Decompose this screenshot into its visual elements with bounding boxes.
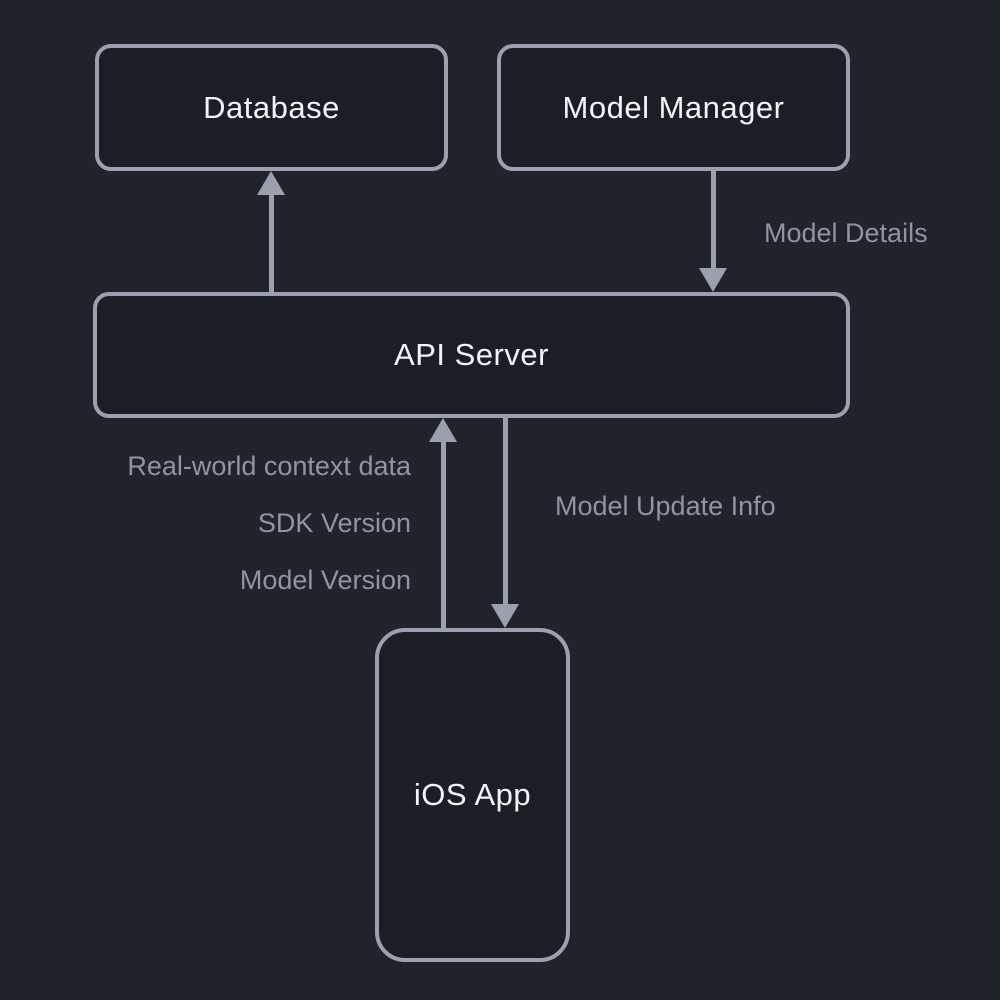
arrow-up-icon <box>257 171 285 195</box>
node-ios-app-label: iOS App <box>413 777 532 812</box>
arrow-down-icon <box>491 604 519 628</box>
edge-labels-ios-to-api: Real-world context data SDK Version Mode… <box>127 438 411 609</box>
node-model-manager: Model Manager <box>497 44 850 171</box>
edge-model-manager-to-api-line <box>711 171 716 268</box>
edge-label-model-details: Model Details <box>764 218 928 248</box>
node-api-server-label: API Server <box>394 337 549 372</box>
node-api-server: API Server <box>93 292 850 418</box>
edge-api-to-database-line <box>269 194 274 292</box>
edge-ios-to-api-line <box>441 441 446 628</box>
node-database: Database <box>95 44 448 171</box>
node-database-label: Database <box>203 89 340 125</box>
edge-label-model-version: Model Version <box>239 565 411 595</box>
edge-label-real-world-context-data: Real-world context data <box>127 451 411 481</box>
arrow-down-icon <box>699 268 727 292</box>
edge-label-model-update-info: Model Update Info <box>555 491 776 521</box>
node-ios-app: iOS App <box>375 628 570 962</box>
node-model-manager-label: Model Manager <box>562 89 785 125</box>
arrow-up-icon <box>429 418 457 442</box>
edge-label-sdk-version: SDK Version <box>257 508 411 538</box>
edge-api-to-ios-line <box>503 418 508 604</box>
